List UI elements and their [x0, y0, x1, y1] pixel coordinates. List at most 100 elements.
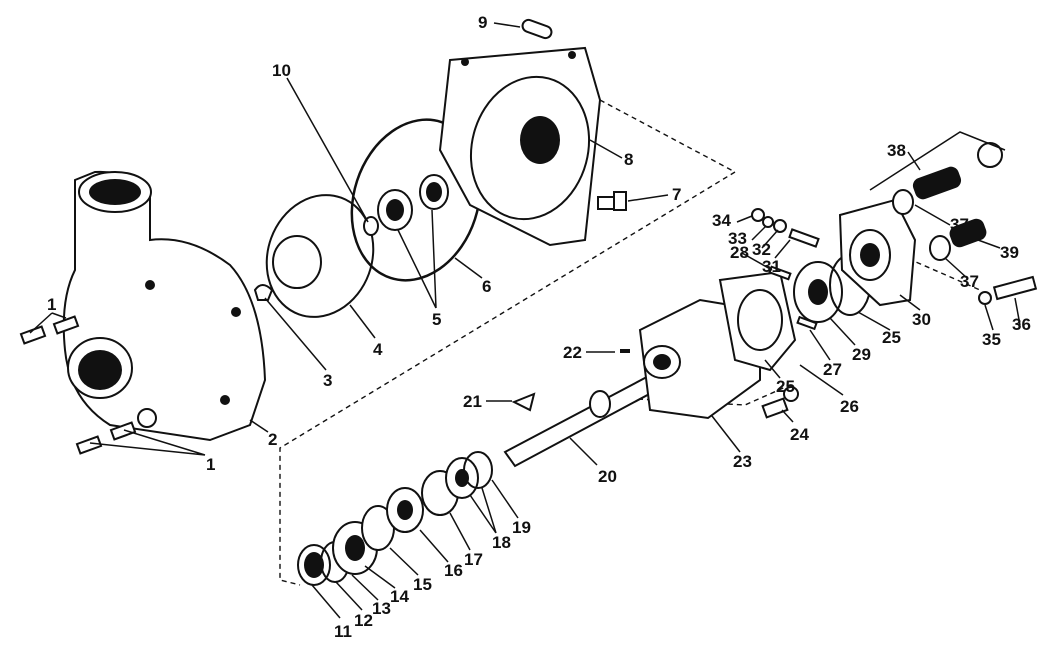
impeller: [253, 194, 375, 318]
casing-boss: [137, 408, 157, 428]
leader-24: [781, 409, 794, 423]
leader-39: [977, 239, 1001, 249]
leader-19: [491, 479, 519, 519]
o-ring-37a: [892, 189, 914, 215]
adapter-plate: [438, 46, 602, 247]
leader-27: [809, 329, 831, 361]
key-pin: [521, 18, 553, 40]
retainer-19: [463, 451, 493, 489]
leader-20: [569, 437, 598, 466]
leader-28: [741, 252, 773, 271]
callout-18: 18: [492, 533, 511, 552]
leader-13: [351, 574, 379, 601]
washer-35: [978, 291, 992, 305]
callout-23: 23: [733, 452, 752, 471]
casing-bolt-hole-b: [231, 307, 241, 317]
callout-5: 5: [432, 310, 441, 329]
pump-shaft: [503, 368, 670, 468]
callout-3: 3: [323, 371, 332, 390]
cover-bore-inner: [860, 243, 880, 267]
callout-1b: 1: [206, 455, 215, 474]
callout-35: 35: [982, 330, 1001, 349]
shaft-collar: [589, 390, 611, 418]
woodruff-key: [511, 392, 536, 412]
plug-d: [109, 421, 137, 441]
leader-15: [389, 547, 419, 576]
plug-c: [75, 435, 103, 455]
casing-bolt-hole-c: [145, 280, 155, 290]
callout-14: 14: [390, 587, 409, 606]
leader-36: [1014, 297, 1021, 326]
leader-25b: [857, 311, 891, 331]
shaft-body: [503, 368, 670, 468]
leader-29: [829, 317, 856, 346]
seal-seat-bore: [426, 182, 442, 202]
gasket-opening: [737, 289, 783, 351]
leader-12: [335, 581, 363, 611]
leader-10: [286, 77, 369, 223]
callout-12: 12: [354, 611, 373, 630]
assembly-guide-lines: [279, 99, 981, 586]
pin-27: [796, 315, 818, 331]
housing-bolt: [761, 386, 799, 419]
end-cover: [838, 198, 917, 307]
leader-18: [469, 487, 497, 534]
spring-39: [949, 218, 987, 248]
callout-38: 38: [887, 141, 906, 160]
leader-4: [349, 304, 376, 339]
callout-31: 31: [762, 257, 781, 276]
callout-25b: 25: [882, 328, 901, 347]
callout-39: 39: [1000, 243, 1019, 262]
leader-17: [449, 512, 471, 551]
seal-assembly: [363, 174, 449, 236]
impeller-eye: [272, 235, 322, 289]
callout-13: 13: [372, 599, 391, 618]
leader-34: [736, 215, 753, 223]
gerotor-inner: [808, 279, 828, 305]
callout-29: 29: [852, 345, 871, 364]
leader-14: [364, 565, 396, 589]
guide-line-front: [279, 99, 737, 586]
callout-24: 24: [790, 425, 809, 444]
leader-1a: [29, 312, 67, 334]
callout-4: 4: [373, 340, 383, 359]
callout-27: 27: [823, 360, 842, 379]
shaft-pin: [620, 349, 630, 353]
leader-9: [493, 22, 521, 28]
callout-34: 34: [712, 211, 731, 230]
plug-b: [52, 315, 80, 335]
callout-28: 28: [730, 243, 749, 262]
impeller-nut: [253, 284, 274, 301]
relief-valve-parts: [869, 131, 1038, 305]
leader-3: [264, 297, 327, 371]
seal-bore: [386, 199, 404, 221]
leader-33: [751, 225, 767, 241]
callout-33: 33: [728, 229, 747, 248]
leader-lines: [29, 22, 1021, 619]
adapter-hole-a: [461, 58, 469, 66]
bearing-stack: [297, 451, 493, 586]
callout-32: 32: [752, 240, 771, 259]
housing-bore-inner: [653, 354, 671, 370]
callout-37b: 37: [960, 272, 979, 291]
callout-37a: 37: [950, 215, 969, 234]
o-ring-37b: [929, 235, 951, 261]
leader-5: [397, 209, 437, 309]
bearing-14-bore: [345, 535, 365, 561]
washer-33: [762, 216, 774, 228]
o-ring-gasket: [350, 118, 482, 282]
casing-body: [62, 170, 267, 442]
adapter-bolt: [597, 191, 627, 211]
callout-17: 17: [464, 550, 483, 569]
spring-38: [912, 166, 962, 200]
callout-8: 8: [624, 150, 633, 169]
callout-19: 19: [512, 518, 531, 537]
adapter-bore: [520, 116, 560, 164]
top-port-bore: [89, 179, 141, 205]
callout-25a: 25: [776, 377, 795, 396]
callout-9: 9: [478, 13, 487, 32]
callout-1a: 1: [47, 295, 56, 314]
leader-7: [627, 194, 669, 202]
